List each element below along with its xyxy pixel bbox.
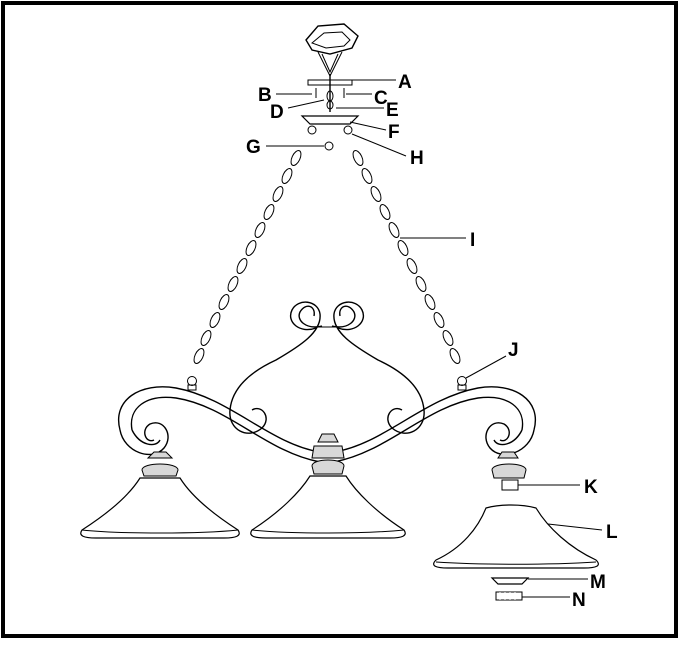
- label-e: E: [386, 100, 399, 121]
- label-i: I: [470, 230, 475, 251]
- label-a: A: [398, 72, 412, 93]
- label-k: K: [584, 477, 598, 498]
- canopy-plate: [300, 115, 360, 151]
- left-chain: [193, 150, 302, 364]
- left-shade-assembly: [80, 451, 240, 539]
- finial-plate: [490, 577, 530, 585]
- label-h: H: [410, 148, 424, 169]
- right-glass-shade: [433, 504, 599, 569]
- label-l: L: [606, 522, 618, 543]
- mounting-hardware: [307, 74, 353, 112]
- label-n: N: [572, 590, 586, 611]
- callout-labels: A B C D E F G H I J K L M N: [246, 72, 618, 611]
- label-c: C: [374, 88, 388, 109]
- leader-lines: [266, 79, 603, 598]
- label-d: D: [270, 102, 284, 123]
- right-socket-assembly: [491, 451, 527, 491]
- ceiling-canopy: [305, 23, 359, 78]
- label-g: G: [246, 137, 261, 158]
- label-j: J: [508, 340, 519, 361]
- center-shade-assembly: [250, 433, 406, 539]
- label-b: B: [258, 85, 272, 106]
- finial-nut: [495, 591, 523, 601]
- label-f: F: [388, 122, 400, 143]
- label-m: M: [590, 572, 606, 593]
- right-chain: [352, 150, 461, 364]
